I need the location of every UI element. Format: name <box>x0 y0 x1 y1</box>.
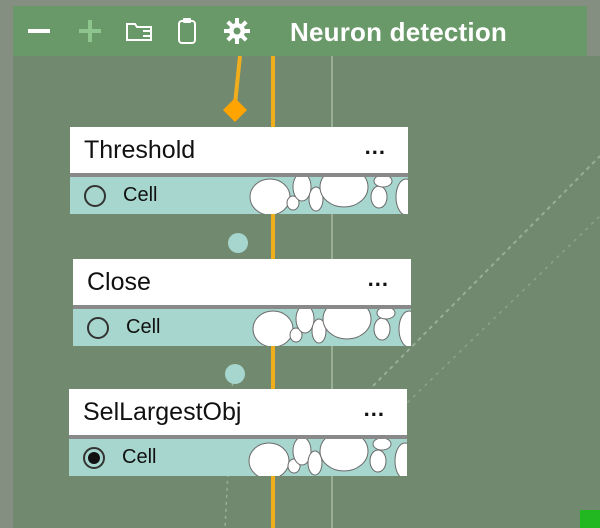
node-sellargestobj[interactable]: SelLargestObj ... Cell <box>69 389 407 476</box>
plus-icon <box>79 20 101 42</box>
node-title: Close <box>87 268 151 296</box>
clipboard-icon <box>178 18 196 44</box>
port-preview-thumbnail <box>249 177 408 214</box>
node-output-port[interactable]: Cell <box>73 309 411 346</box>
port-radio[interactable] <box>87 317 109 339</box>
workflow-title: Neuron detection <box>290 17 507 47</box>
gear-icon <box>224 18 250 44</box>
minus-icon <box>28 29 50 33</box>
port-label: Cell <box>123 184 158 206</box>
port-preview-thumbnail <box>252 309 411 346</box>
node-header[interactable]: Close ... <box>73 259 411 305</box>
node-output-port[interactable]: Cell <box>69 439 407 476</box>
clipboard-button[interactable] <box>173 16 201 46</box>
node-divider <box>73 305 411 309</box>
connection-dot[interactable] <box>225 364 245 384</box>
node-output-port[interactable]: Cell <box>70 177 408 214</box>
connection-dot[interactable] <box>228 233 248 253</box>
node-menu-button[interactable]: ... <box>364 134 386 159</box>
node-close[interactable]: Close ... Cell <box>73 259 411 346</box>
guide-line-left <box>224 375 234 528</box>
node-title: Threshold <box>84 136 196 164</box>
port-label: Cell <box>126 316 161 338</box>
node-threshold[interactable]: Threshold ... Cell <box>70 127 408 214</box>
node-divider <box>69 435 407 439</box>
collapse-button[interactable] <box>25 16 53 46</box>
settings-button[interactable] <box>223 16 251 46</box>
folder-icon <box>126 23 152 41</box>
port-radio[interactable] <box>84 185 106 207</box>
corner-resize-handle[interactable] <box>580 510 600 528</box>
node-header[interactable]: SelLargestObj ... <box>69 389 407 435</box>
node-title: SelLargestObj <box>83 398 242 426</box>
node-menu-button[interactable]: ... <box>363 396 385 421</box>
guide-diagonal <box>372 155 600 387</box>
port-preview-thumbnail <box>248 439 407 476</box>
add-button[interactable] <box>76 16 104 46</box>
connection-line-input <box>233 56 242 105</box>
folder-button[interactable] <box>125 16 153 46</box>
port-radio-selected[interactable] <box>83 447 105 469</box>
node-divider <box>70 173 408 177</box>
node-header[interactable]: Threshold ... <box>70 127 408 173</box>
port-label: Cell <box>122 446 157 468</box>
workflow-header: Neuron detection <box>13 6 587 56</box>
node-menu-button[interactable]: ... <box>367 266 389 291</box>
input-anchor-diamond[interactable] <box>223 98 247 122</box>
